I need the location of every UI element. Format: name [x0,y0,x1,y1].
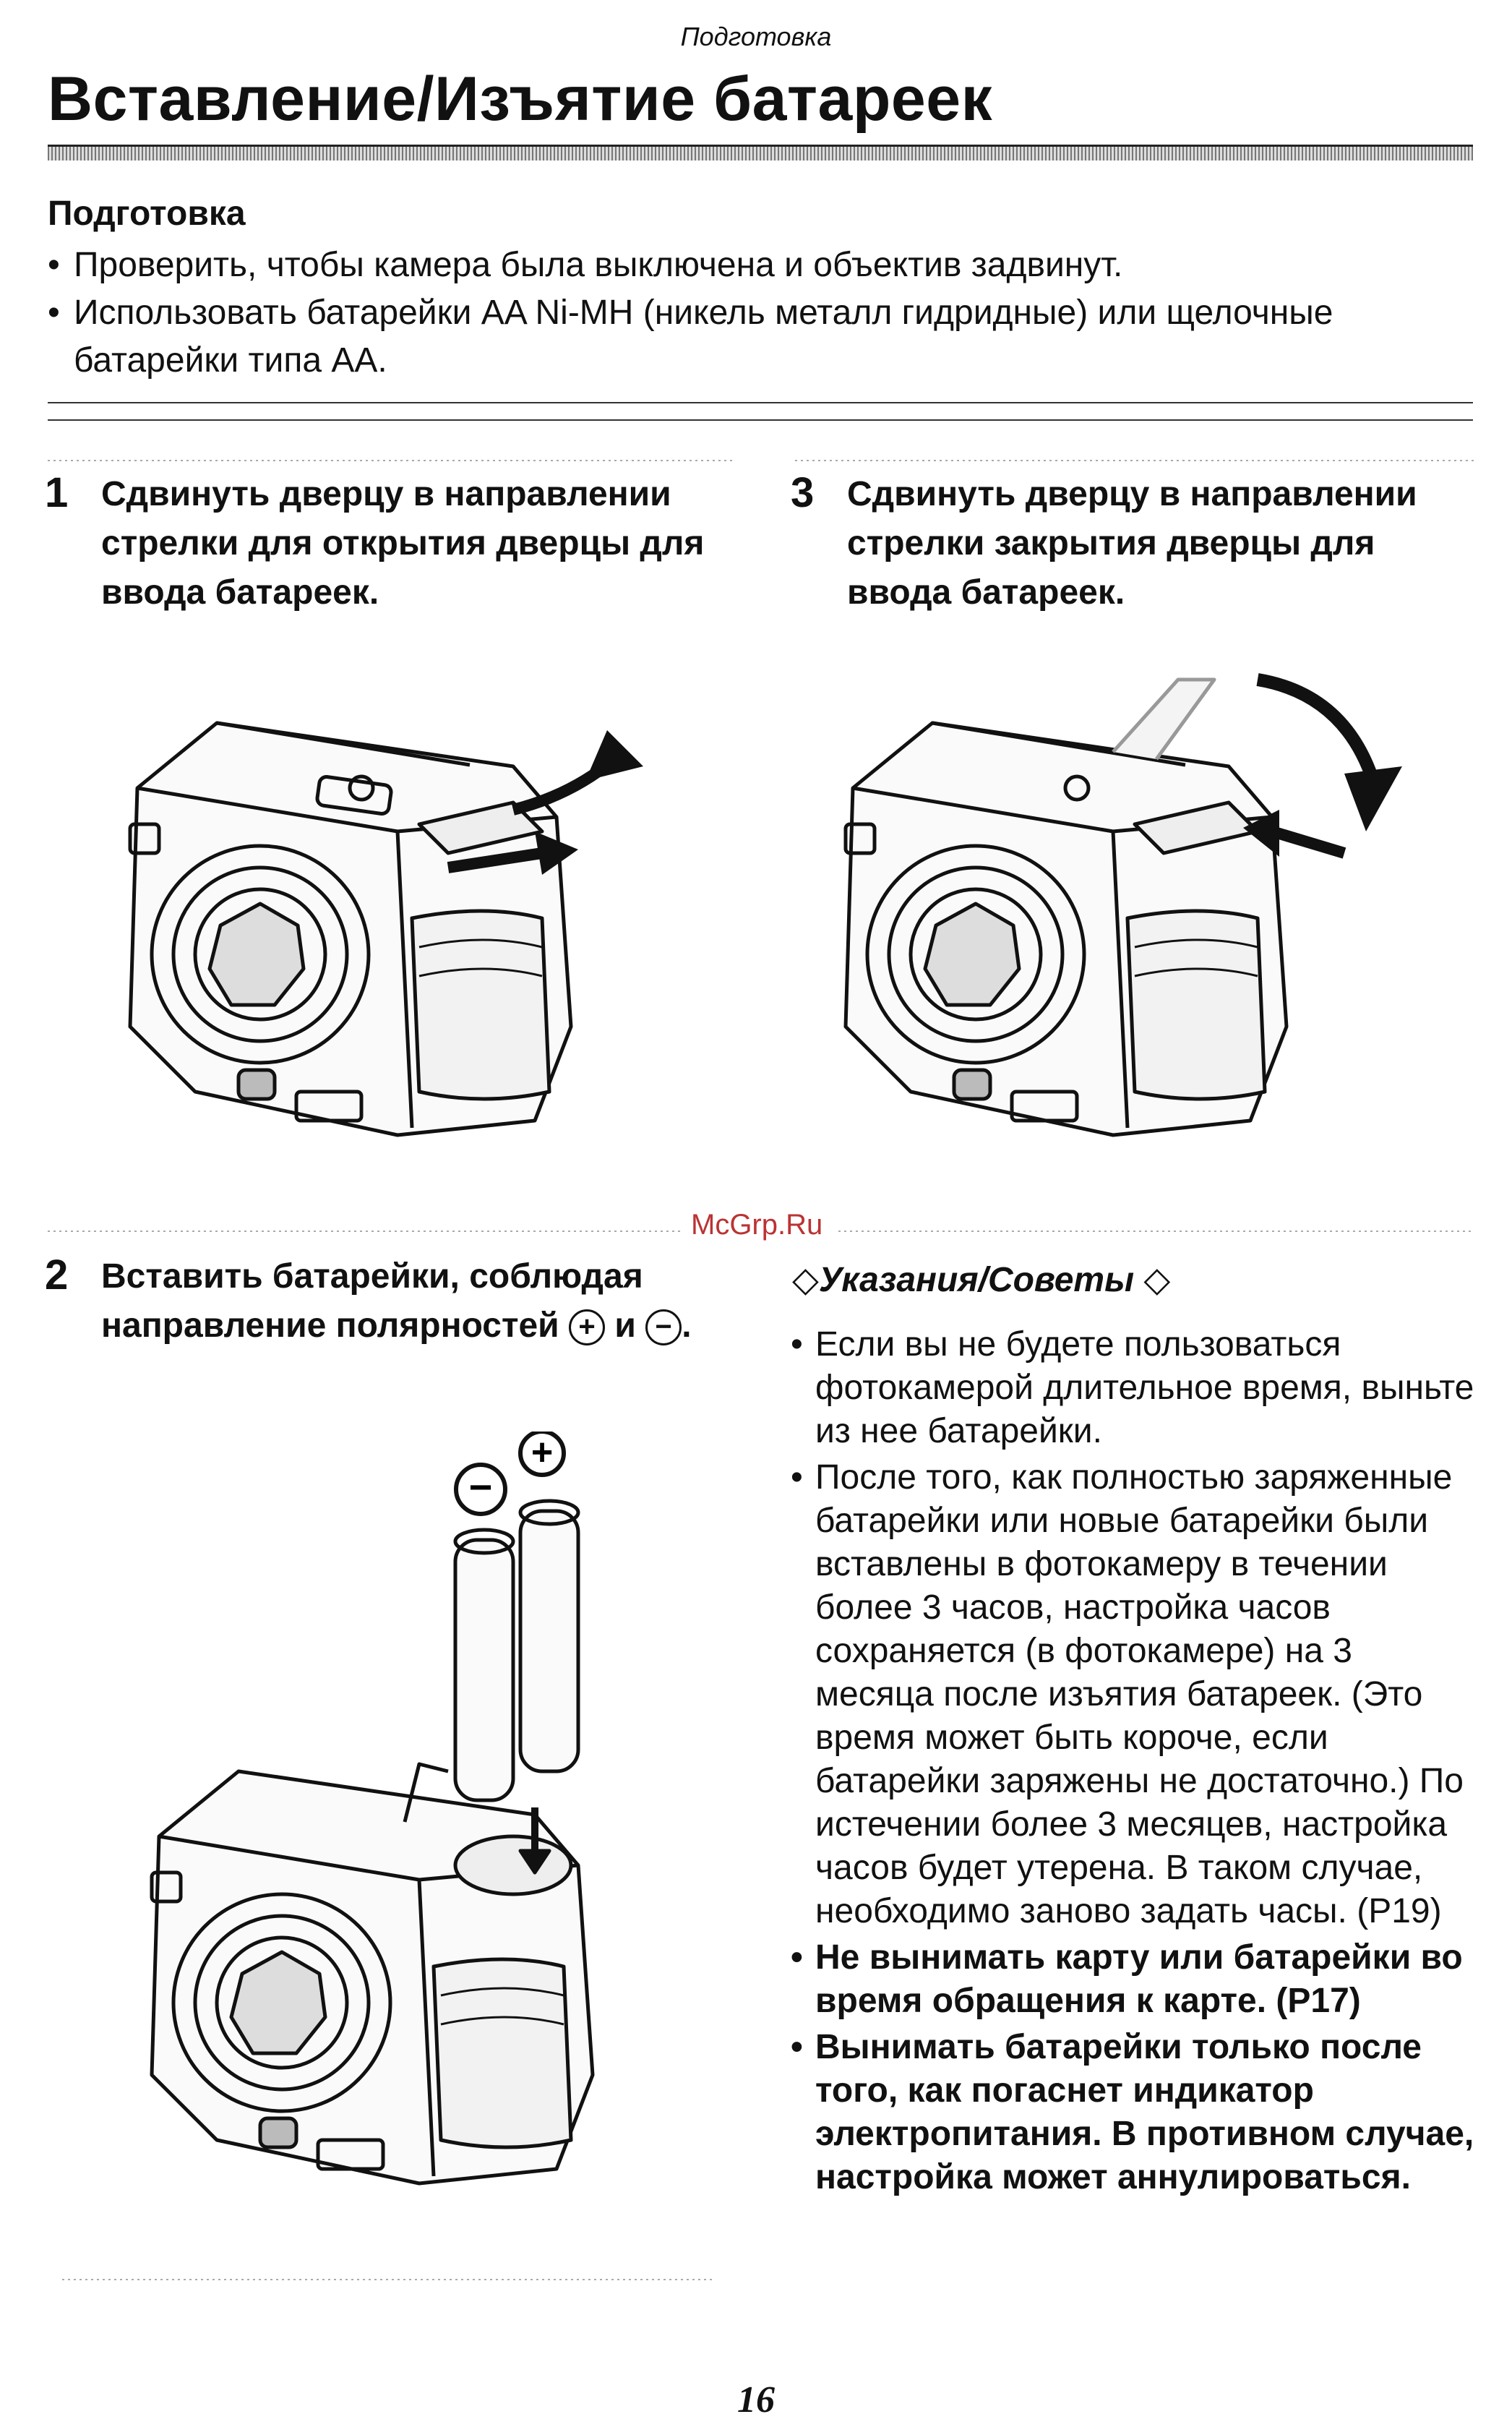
camera-close-door-illustration [843,673,1402,1137]
page-title: Вставление/Изъятие батареек [48,64,993,134]
step-3-number: 3 [791,469,815,516]
plus-symbol-text: + [531,1432,553,1473]
step-2-text-end: . [682,1306,692,1345]
column-divider [62,2279,713,2280]
step-3-text: Сдвинуть дверцу в направлении стрелки за… [847,475,1417,612]
column-divider [48,1231,684,1232]
tip-item: Если вы не будете пользоваться фотокамер… [791,1323,1477,1453]
battery-polarity-symbols: − + [454,1432,566,1516]
step-2-number: 2 [45,1251,69,1298]
step-1-number: 1 [45,469,69,516]
minus-symbol-icon: − [645,1309,682,1346]
tip-item-important: Не вынимать карту или батарейки во время… [791,1936,1477,2023]
step-2-text-and: и [614,1306,636,1345]
preparation-heading: Подготовка [48,194,246,233]
tip-item-important: Вынимать батарейки только после того, ка… [791,2026,1477,2199]
column-divider [48,460,734,461]
step-2-text: Вставить батарейки, соблюдая направление… [101,1252,730,1351]
preparation-list: Проверить, чтобы камера была выключена и… [48,241,1464,385]
section-header: Подготовка [680,22,832,51]
page-number: 16 [737,2379,775,2421]
title-divider [48,145,1473,161]
plus-symbol-icon: + [569,1309,606,1346]
preparation-item: Проверить, чтобы камера была выключена и… [48,241,1464,289]
step-2-text-main: Вставить батарейки, соблюдая направление… [101,1257,643,1345]
camera-insert-batteries-illustration: − + [150,1432,595,2186]
column-divider [838,1231,1474,1232]
battery-icon [453,1538,515,1802]
minus-symbol-icon [454,1463,507,1516]
preparation-item: Использовать батарейки AA Ni-MH (никель … [48,289,1464,385]
plus-symbol-icon [518,1432,566,1477]
tips-list: Если вы не будете пользоваться фотокамер… [791,1323,1477,2202]
tip-item: После того, как полностью заряженные бат… [791,1456,1477,1933]
watermark: McGrp.Ru [691,1209,823,1241]
step-1-text: Сдвинуть дверцу в направлении стрелки дл… [101,475,705,612]
camera-open-door-illustration [128,721,643,1137]
minus-symbol-text: − [469,1464,493,1510]
section-divider [48,402,1473,421]
tips-heading: ◇Указания/Советы ◇ [792,1261,1171,1299]
column-divider [795,460,1474,461]
battery-icon [518,1509,580,1773]
